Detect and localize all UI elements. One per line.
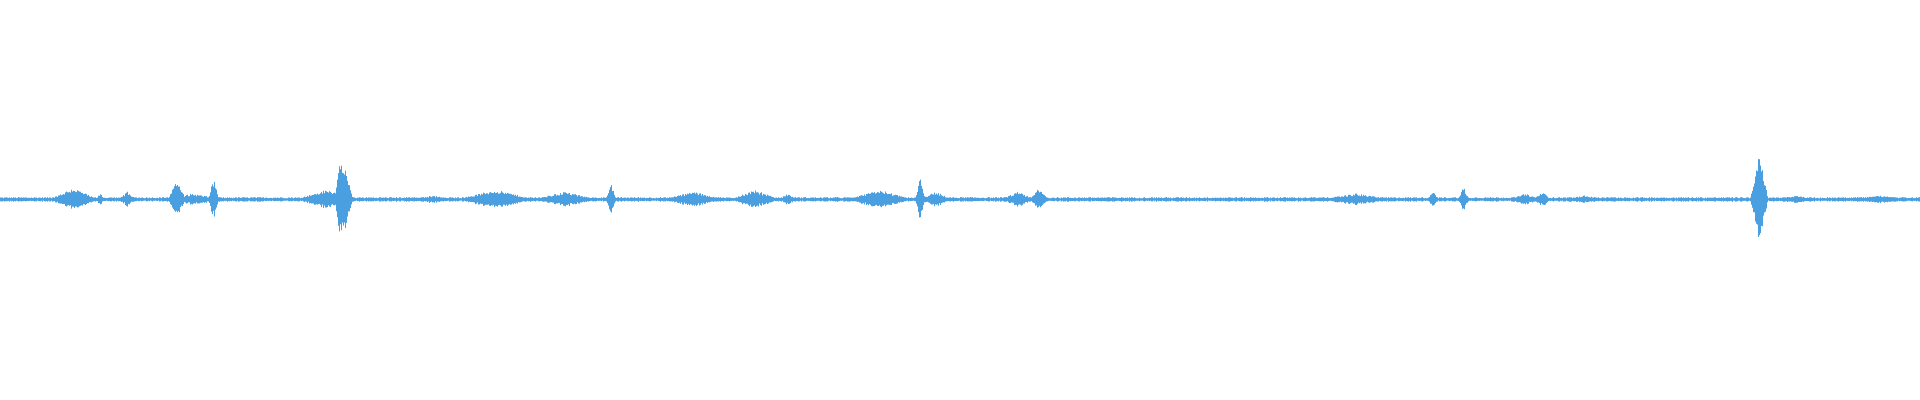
waveform-trace [0,159,1920,237]
